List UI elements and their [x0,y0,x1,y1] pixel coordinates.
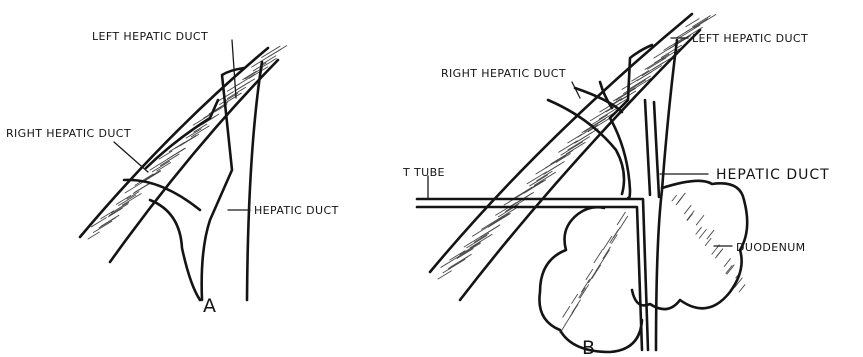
panel-b-duodenum-hatch-stroke [707,230,714,239]
panel-b-liver-hatch-stroke [632,71,649,81]
panel-a-liver-hatch-stroke [93,221,111,232]
panel-b-liver-hatch-stroke [482,216,504,229]
panel-a-liver-hatch-stroke [168,149,184,159]
panel-b-duodenum-hatch-stroke [687,214,692,220]
panel-b-duodenum-hatch-stroke [580,285,589,298]
panel-b-duodenum-hatch-stroke [676,197,682,205]
panel-b-right-hepatic-duct-label: RIGHT HEPATIC DUCT [441,67,566,80]
panel-b-duodenum-hatch-stroke [684,205,691,213]
panel-a-liver-edge [80,46,287,262]
panel-b-t-tube [417,100,659,350]
panel-b-liver-hatch-stroke [694,15,716,28]
panel-b-liver-hatch-stroke [504,196,519,205]
panel-b-liver-hatch-stroke [686,19,708,32]
panel-b-duodenum-hatch-stroke [596,262,602,271]
panel-a-right-hepatic-pointer [114,142,148,172]
panel-b-liver-hatch-stroke [592,115,607,124]
panel-a-left-hepatic-duct-label: LEFT HEPATIC DUCT [92,30,208,43]
panel-a-right-hepatic-duct-label: RIGHT HEPATIC DUCT [6,127,131,140]
panel-b-liver-hatch-stroke [551,151,573,165]
panel-a-hepatic-duct-label: HEPATIC DUCT [254,204,339,217]
panel-b-duodenum-hatch-stroke [579,288,585,298]
panel-b-liver-hatch-stroke [645,58,664,69]
panel-b-duodenum-hatch-stroke [687,211,694,220]
panel-b-left-hepatic-duct-label: LEFT HEPATIC DUCT [692,32,808,45]
panel-b-duodenum-hatch-stroke [594,250,602,263]
panel-a-liver-hatch-stroke [227,84,239,91]
panel-b-liver-hatch-stroke [464,236,481,246]
panel-b-duodenum-hatch-stroke [699,230,706,239]
panel-b-duodenum-hatch-stroke [617,212,625,225]
panel-b-duodenum-hatch-stroke [589,270,597,282]
panel-a-liver-hatch-stroke [160,154,179,165]
panel-b-duodenum-hatch-stroke [613,227,620,237]
panel-b-duodenum-hatch-stroke [572,300,580,313]
panel-b: RIGHT HEPATIC DUCT LEFT HEPATIC DUCT HEP… [402,14,830,357]
panel-a-letter: A [203,295,216,317]
panel-a-liver-hatch-stroke [111,202,128,213]
panel-a: LEFT HEPATIC DUCT RIGHT HEPATIC DUCT HEP… [6,30,339,317]
panel-b-hepatic-duct-label: HEPATIC DUCT [716,167,830,183]
panel-b-liver-hatch-stroke [655,54,669,63]
panel-b-duodenum-hatch-stroke [727,265,734,274]
panel-b-duodenum-hatch-stroke [696,216,703,225]
panel-a-liver-hatch-stroke [127,192,139,199]
panel-b-duodenum-hatch-stroke [592,265,601,278]
panel-b-duodenum-hatch-stroke [563,306,570,317]
panel-b-duodenum-hatch-stroke [572,294,578,303]
panel-b-duodenum-hatch-stroke [705,238,711,245]
panel-b-duodenum-hatch-stroke [726,266,732,274]
panel-b-duodenum-hatch-stroke [724,259,730,267]
panel-b-liver-hatch-stroke [458,243,480,257]
panel-b-liver-hatch-stroke [556,154,570,163]
panel-b-duodenum-label: DUODENUM [736,241,806,254]
panel-b-liver-hatch-stroke [441,256,459,267]
panel-b-duodenum-hatch-stroke [716,249,723,258]
panel-b-letter: B [582,337,595,357]
panel-b-duodenum-hatch-stroke [672,195,676,201]
panel-b-duodenum-hatch-stroke [602,250,609,261]
panel-b-duodenum-hatch-stroke [696,227,701,234]
panel-b-liver-hatch-stroke [443,259,465,272]
panel-b-liver-hatch-stroke [544,162,565,175]
panel-b-duodenum-hatch-stroke [739,285,745,292]
panel-b-liver-hatch-stroke [481,225,500,236]
panel-b-liver-hatch-stroke [524,180,546,193]
panel-b-liver-edge [430,14,716,300]
panel-b-liver-hatch-stroke [460,242,481,255]
panel-b-t-tube-label: T TUBE [402,166,445,179]
panel-b-liver-hatch-stroke [534,172,555,185]
panel-a-liver-hatch-stroke [88,232,99,239]
